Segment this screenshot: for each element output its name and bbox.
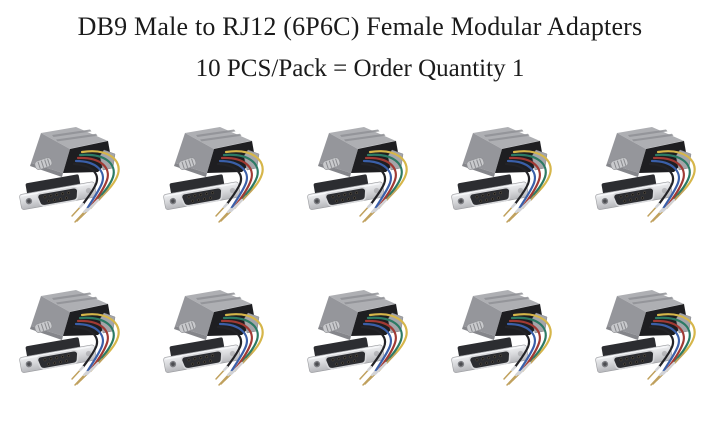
product-title: DB9 Male to RJ12 (6P6C) Female Modular A… (77, 12, 643, 41)
db9-rj12-adapter-image (162, 126, 264, 224)
title-block: DB9 Male to RJ12 (6P6C) Female Modular A… (0, 0, 720, 87)
adapter-grid (0, 118, 720, 432)
db9-rj12-adapter-image (450, 289, 552, 387)
adapter-photo (144, 118, 288, 281)
adapter-photo (288, 118, 432, 281)
adapter-photo (432, 281, 576, 432)
adapter-photo (432, 118, 576, 281)
db9-rj12-adapter-image (18, 289, 120, 387)
pack-quantity-note: 10 PCS/Pack = Order Quantity 1 (195, 55, 525, 82)
db9-rj12-adapter-image (306, 289, 408, 387)
db9-rj12-adapter-image (306, 126, 408, 224)
db9-rj12-adapter-image (594, 126, 696, 224)
db9-rj12-adapter-image (450, 126, 552, 224)
adapter-photo (144, 281, 288, 432)
db9-rj12-adapter-image (18, 126, 120, 224)
db9-rj12-adapter-image (594, 289, 696, 387)
adapter-photo (576, 118, 720, 281)
adapter-photo (288, 281, 432, 432)
db9-rj12-adapter-image (162, 289, 264, 387)
adapter-photo (576, 281, 720, 432)
adapter-photo (0, 281, 144, 432)
adapter-photo (0, 118, 144, 281)
